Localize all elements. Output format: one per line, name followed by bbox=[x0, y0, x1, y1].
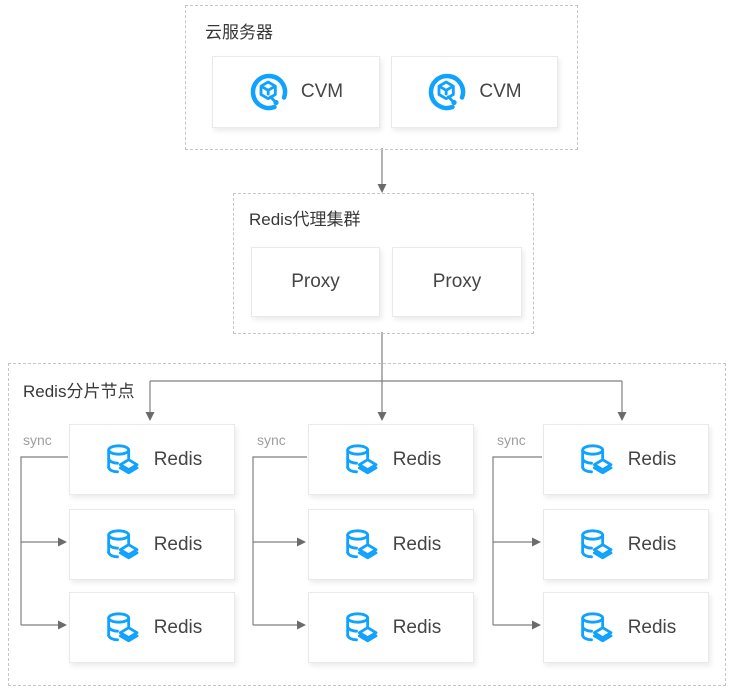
redis-node: Redis bbox=[543, 592, 709, 663]
redis-node: Redis bbox=[69, 424, 235, 495]
node-label: Redis bbox=[392, 448, 442, 470]
cvm-node: CVM bbox=[212, 56, 380, 128]
cloud-server-group: 云服务器 CVM bbox=[185, 5, 578, 150]
redis-database-icon bbox=[102, 525, 142, 565]
redis-node: Redis bbox=[543, 424, 709, 495]
redis-node: Redis bbox=[308, 509, 474, 580]
node-label: Redis bbox=[392, 616, 442, 638]
cvm-node: CVM bbox=[391, 56, 558, 128]
sync-label: sync bbox=[23, 432, 52, 448]
node-label: Redis bbox=[627, 533, 677, 555]
redis-database-icon bbox=[102, 608, 142, 648]
node-label: Redis bbox=[153, 533, 203, 555]
group-title-shard-nodes: Redis分片节点 bbox=[23, 382, 135, 401]
redis-database-icon bbox=[576, 440, 616, 480]
redis-node: Redis bbox=[69, 509, 235, 580]
redis-shard-nodes-group: Redis分片节点 sync sync sync Redis bbox=[8, 363, 726, 686]
arrow-cloud-to-proxy bbox=[377, 148, 387, 193]
proxy-node: Proxy bbox=[392, 247, 522, 317]
redis-node: Redis bbox=[308, 592, 474, 663]
group-title-cloud-server: 云服务器 bbox=[205, 23, 273, 42]
node-label: Redis bbox=[627, 616, 677, 638]
redis-node: Redis bbox=[308, 424, 474, 495]
redis-database-icon bbox=[341, 608, 381, 648]
node-label: Redis bbox=[627, 448, 677, 470]
node-label: Proxy bbox=[432, 271, 482, 292]
redis-database-icon bbox=[341, 525, 381, 565]
redis-database-icon bbox=[341, 440, 381, 480]
sync-label: sync bbox=[257, 432, 286, 448]
redis-database-icon bbox=[576, 608, 616, 648]
node-label: Redis bbox=[153, 448, 203, 470]
cvm-icon bbox=[249, 72, 289, 112]
redis-database-icon bbox=[576, 525, 616, 565]
node-label: CVM bbox=[479, 81, 522, 102]
node-label: Redis bbox=[153, 616, 203, 638]
sync-label: sync bbox=[497, 432, 526, 448]
redis-proxy-cluster-group: Redis代理集群 Proxy Proxy bbox=[233, 193, 534, 334]
node-label: CVM bbox=[300, 81, 344, 102]
node-label: Redis bbox=[392, 533, 442, 555]
proxy-node: Proxy bbox=[251, 247, 380, 317]
redis-node: Redis bbox=[69, 592, 235, 663]
group-title-proxy-cluster: Redis代理集群 bbox=[249, 210, 361, 229]
node-label: Proxy bbox=[291, 271, 340, 292]
redis-node: Redis bbox=[543, 509, 709, 580]
redis-database-icon bbox=[102, 440, 142, 480]
cvm-icon bbox=[427, 72, 467, 112]
